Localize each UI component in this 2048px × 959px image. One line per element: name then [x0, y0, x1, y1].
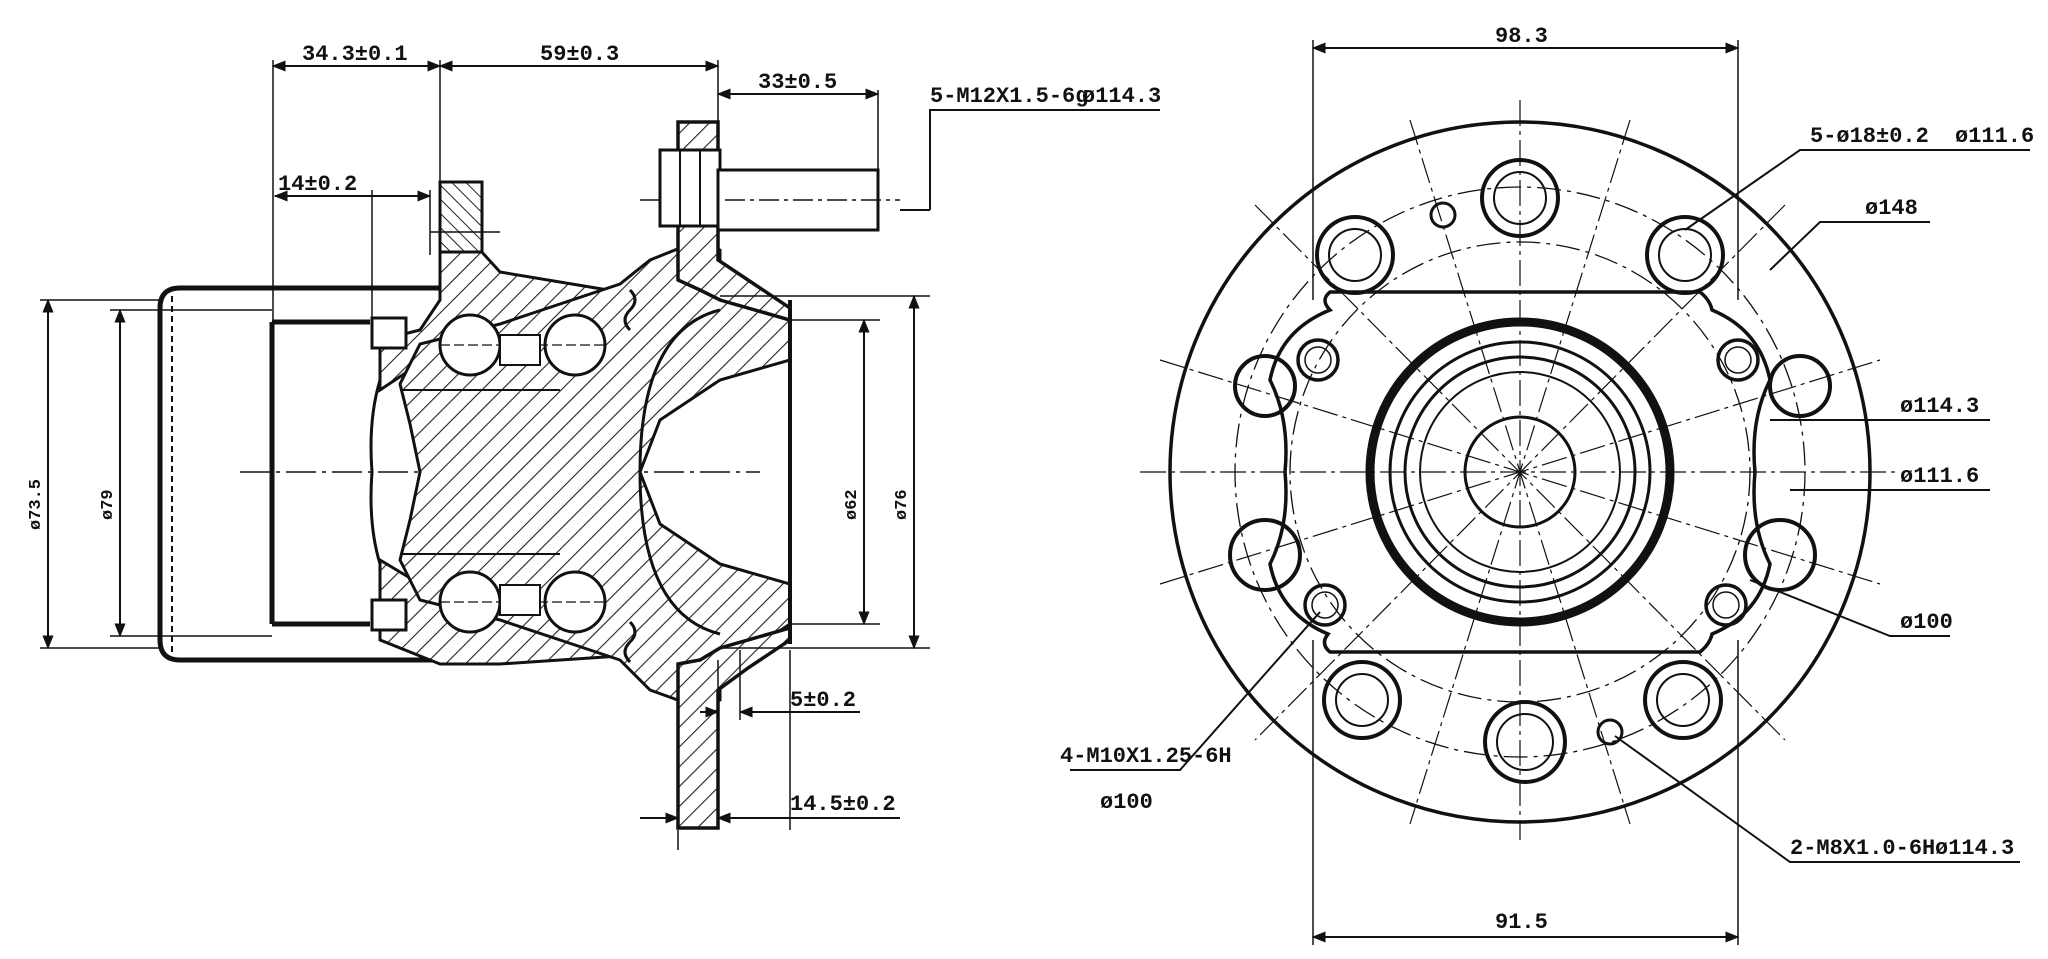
front-view: 98.3 91.5 5-ø18±0.2 ø111.6 ø148 ø114.3 ø… — [1060, 24, 2034, 945]
stud-thread-label: 5-M12X1.5-6g — [930, 84, 1088, 109]
holes-5-pcd-label: ø111.6 — [1955, 124, 2034, 149]
mount-ear-upper — [438, 180, 484, 254]
mounting-pad — [1268, 290, 1772, 654]
stud-pcd-label: ø114.3 — [1082, 84, 1161, 109]
stud-holes — [1228, 158, 1832, 784]
dim-915-label: 91.5 — [1495, 910, 1548, 935]
dim-34-label: 34.3±0.1 — [302, 42, 408, 67]
holes-2-label: 2-M8X1.0-6H — [1790, 836, 1935, 861]
dim-983-label: 98.3 — [1495, 24, 1548, 49]
pcd-a-label: ø114.3 — [1900, 394, 1979, 419]
holes-5-label: 5-ø18±0.2 — [1810, 124, 1929, 149]
dim-59-label: 59±0.3 — [540, 42, 619, 67]
dim-14-label: 14±0.2 — [278, 172, 357, 197]
holes-2-pcd-label: ø114.3 — [1935, 836, 2014, 861]
pcd-c-label: ø100 — [1900, 610, 1953, 635]
side-section-view: 34.3±0.1 59±0.3 33±0.5 14±0.2 5-M12X1.5-… — [27, 42, 1161, 850]
dim-76-label: ø76 — [893, 489, 912, 520]
dim-62-label: ø62 — [843, 489, 862, 520]
holes-4-label: 4-M10X1.25-6H — [1060, 744, 1232, 769]
threaded-holes — [1296, 201, 1760, 746]
dim-79-label: ø79 — [99, 489, 118, 520]
dim-735-label: ø73.5 — [27, 479, 46, 530]
wheel-stud — [640, 148, 900, 232]
dim-145-label: 14.5±0.2 — [790, 792, 896, 817]
pcd-b-label: ø111.6 — [1900, 464, 1979, 489]
outer-dia-label: ø148 — [1865, 196, 1918, 221]
outer-cup — [157, 285, 440, 663]
holes-4-pcd-label: ø100 — [1100, 790, 1153, 815]
dim-33-label: 33±0.5 — [758, 70, 837, 95]
dim-5-label: 5±0.2 — [790, 688, 856, 713]
